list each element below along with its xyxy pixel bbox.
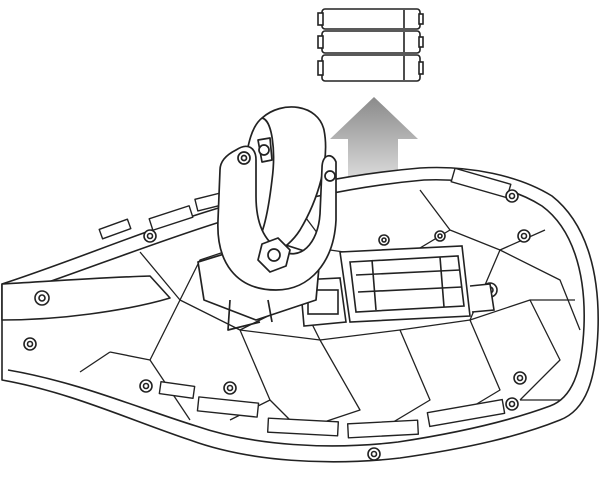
battery-compartment-icon <box>299 245 495 327</box>
battery-top <box>317 8 424 30</box>
battery-pack-icon <box>317 8 424 82</box>
battery-bottom <box>317 54 424 82</box>
housing-arm <box>1 275 171 321</box>
board-housing-icon <box>1 166 599 463</box>
caster-wheel-icon <box>197 106 337 331</box>
caster-fork <box>217 145 337 291</box>
battery-middle <box>317 30 424 54</box>
arrow-up-icon <box>330 97 418 190</box>
caster-hub <box>257 137 273 163</box>
housing-slots <box>98 167 512 439</box>
caster-nut <box>257 237 291 273</box>
